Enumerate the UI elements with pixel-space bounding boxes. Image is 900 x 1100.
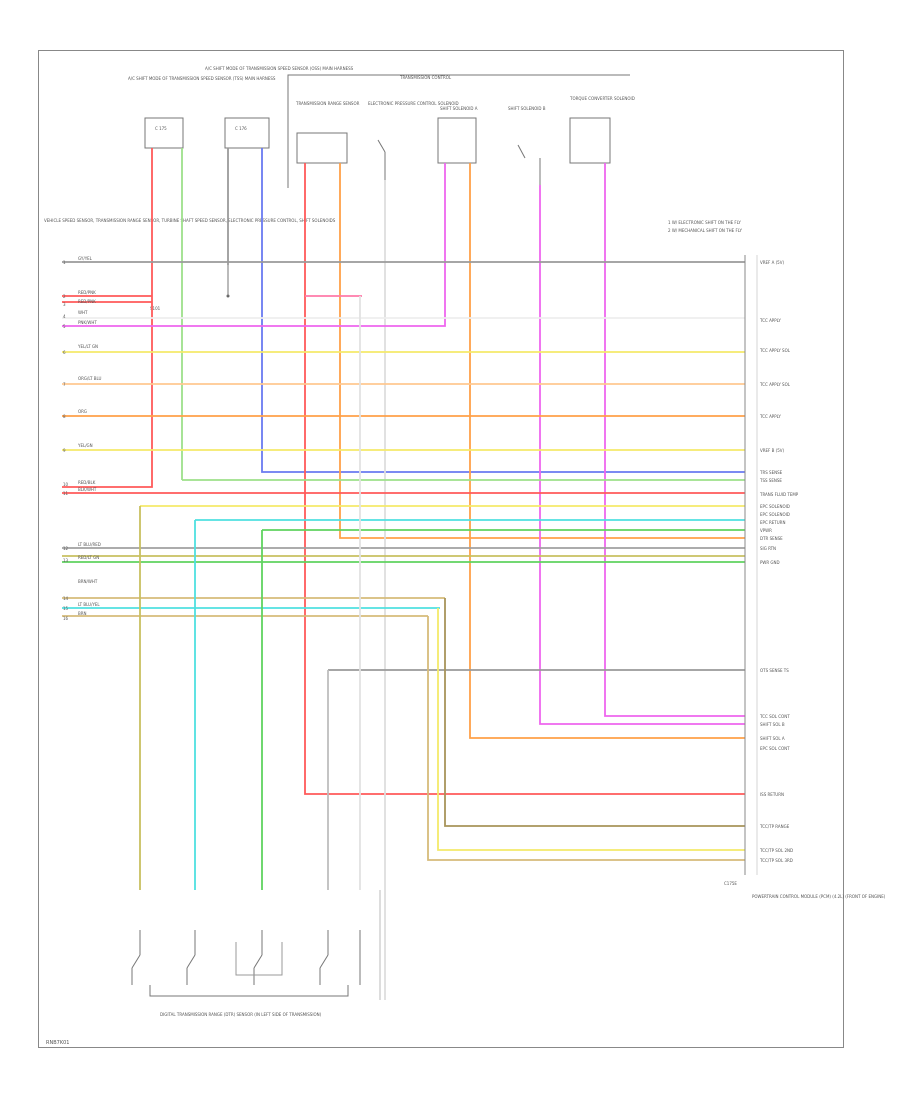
left-row-15-num: 15 <box>63 606 69 611</box>
left-row-13-label: RED/LT GN <box>78 555 99 560</box>
legend-2: 2 W/ MECHANICAL SHIFT ON THE FLY <box>668 228 742 233</box>
right-label-14: DTR SENSE <box>760 536 783 541</box>
right-label-15: SIG RTN <box>760 546 776 551</box>
right-label-18: TCC SOL CONT <box>759 714 790 719</box>
left-row-1-label: GY/YEL <box>78 256 93 261</box>
switch-caption: DIGITAL TRANSMISSION RANGE (DTR) SENSOR … <box>160 1012 322 1017</box>
left-row-2-num: 2 <box>63 294 66 299</box>
tcc-solenoid: TORQUE CONVERTER SOLENOID <box>569 96 635 164</box>
left-row-6-label: YEL/LT GN <box>77 344 98 349</box>
left-row-7-num: 7 <box>63 382 66 387</box>
left-row-7-label: ORG/LT BLU <box>78 376 102 381</box>
right-label-25: TCC/TP SOL 3RD <box>759 858 793 863</box>
left-labels: 1 GY/YEL 2 RED/PNK 3 RED/PNK 4 WHT 5 PNK… <box>63 256 102 621</box>
tss-left-label: A/C SHIFT MODE OF TRANSMISSION SPEED SEN… <box>128 76 276 81</box>
legend-1: 1 W/ ELECTRONIC SHIFT ON THE FLY <box>668 220 741 225</box>
left-row-16-label: BRN <box>78 611 87 616</box>
tss-left-sensor: C 175 A/C SHIFT MODE OF TRANSMISSION SPE… <box>128 76 276 149</box>
pcm-conn: C175E <box>724 881 737 886</box>
right-label-10: EPC SOLENOID <box>760 504 790 509</box>
splice-id: S101 <box>150 306 161 311</box>
left-row-14-num: 14 <box>63 596 69 601</box>
diagram-frame <box>38 50 844 1048</box>
right-label-7: TRS SENSE <box>759 470 783 475</box>
left-row-1-num: 1 <box>63 260 66 265</box>
right-label-8: TSS SENSE <box>759 478 782 483</box>
tss-right-label: A/C SHIFT MODE OF TRANSMISSION SPEED SEN… <box>205 66 354 71</box>
trans-range-label: TRANSMISSION RANGE SENSOR <box>295 101 360 106</box>
right-label-19: SHIFT SOL B <box>760 722 785 727</box>
left-row-3-label: RED/PNK <box>78 299 96 304</box>
left-row-15-label: LT BLU/YEL <box>78 602 100 607</box>
left-row-4-label: WHT <box>78 310 88 315</box>
right-label-21: EPC SOL CONT <box>760 746 790 751</box>
epc-label: ELECTRONIC PRESSURE CONTROL SOLENOID <box>368 101 459 106</box>
left-row-5-num: 5 <box>63 324 66 329</box>
left-row-4-num: 4 <box>63 314 66 319</box>
right-label-23: TCC/TP RANGE <box>759 824 790 829</box>
shift-a-label: SHIFT SOLENOID A <box>440 106 478 111</box>
epc-solenoid: ELECTRONIC PRESSURE CONTROL SOLENOID <box>368 101 459 180</box>
right-label-24: TCC/TP SOL 2ND <box>759 848 793 853</box>
right-label-3: TCC APPLY SOL <box>759 348 791 353</box>
left-row-11-num: 11 <box>63 491 69 496</box>
left-row-11-label: BLK/WHT <box>78 487 97 492</box>
left-row-10-num: 10 <box>63 482 69 487</box>
right-label-2: TCC APPLY <box>759 318 781 323</box>
left-splice-note: VEHICLE SPEED SENSOR, TRANSMISSION RANGE… <box>44 218 336 311</box>
right-label-12: EPC RETURN <box>760 520 785 525</box>
dtr-vertical-wires <box>139 296 361 890</box>
right-label-1: VREF A (5V) <box>760 260 784 265</box>
left-row-2-label: RED/PNK <box>78 290 96 295</box>
left-row-8-num: 8 <box>63 414 66 419</box>
right-label-16: PWR GND <box>760 560 780 565</box>
pcm-connector: C175E <box>724 255 758 886</box>
left-row-9-num: 9 <box>63 448 66 453</box>
horizontal-wires <box>62 261 745 861</box>
right-labels: VREF A (5V) TCC APPLY TCC APPLY SOL TCC … <box>759 260 799 863</box>
left-row-12-label: LT BLU/RED <box>78 542 101 547</box>
left-row-8-label: ORG <box>78 409 87 414</box>
left-row-3-num: 3 <box>63 302 66 307</box>
tss-right-conn: C 176 <box>235 126 247 131</box>
left-row-13-num: 13 <box>63 558 69 563</box>
left-row-16-num: 16 <box>63 616 69 621</box>
left-row-9-label: YEL/GN <box>77 443 93 448</box>
shift-solenoid-b: SHIFT SOLENOID B <box>508 106 546 185</box>
tss-left-conn: C 175 <box>155 126 167 131</box>
right-label-11: EPC SOLENOID <box>760 512 790 517</box>
right-label-5: TCC APPLY <box>759 414 781 419</box>
left-row-14-label: BRN/WHT <box>78 579 98 584</box>
pcm-label: POWERTRAIN CONTROL MODULE (PCM) (4.2L) (… <box>752 894 886 899</box>
dtr-switches: DIGITAL TRANSMISSION RANGE (DTR) SENSOR … <box>131 890 381 1017</box>
left-row-5-label: PNK/WHT <box>78 320 97 325</box>
right-label-4: TCC APPLY SOL <box>759 382 791 387</box>
tss-right-sensor: C 176 A/C SHIFT MODE OF TRANSMISSION SPE… <box>205 66 354 149</box>
right-label-9: TRANS FLUID TEMP <box>759 492 799 497</box>
shift-b-label: SHIFT SOLENOID B <box>508 106 546 111</box>
transmission-group-bracket: TRANSMISSION CONTROL <box>287 74 630 188</box>
left-row-6-num: 6 <box>63 350 66 355</box>
trans-range-sensor: TRANSMISSION RANGE SENSOR <box>295 101 360 164</box>
left-row-12-num: 12 <box>63 546 69 551</box>
right-label-17: OTS SENSE TS <box>760 668 789 673</box>
right-label-13: VPWR <box>760 528 772 533</box>
top-vertical-wires <box>62 148 745 1000</box>
diagram-code: RNB7K01 <box>46 1040 70 1046</box>
shift-solenoid-a: SHIFT SOLENOID A <box>437 106 478 164</box>
right-legend: 1 W/ ELECTRONIC SHIFT ON THE FLY 2 W/ ME… <box>668 220 886 899</box>
group-label: TRANSMISSION CONTROL <box>399 75 452 80</box>
splice-note: VEHICLE SPEED SENSOR, TRANSMISSION RANGE… <box>44 218 336 223</box>
right-label-6: VREF B (5V) <box>760 448 784 453</box>
right-label-22: ISS RETURN <box>760 792 784 797</box>
right-label-20: SHIFT SOL A <box>760 736 785 741</box>
tcc-label: TORQUE CONVERTER SOLENOID <box>569 96 635 101</box>
left-row-10-label: RED/BLK <box>78 480 96 485</box>
